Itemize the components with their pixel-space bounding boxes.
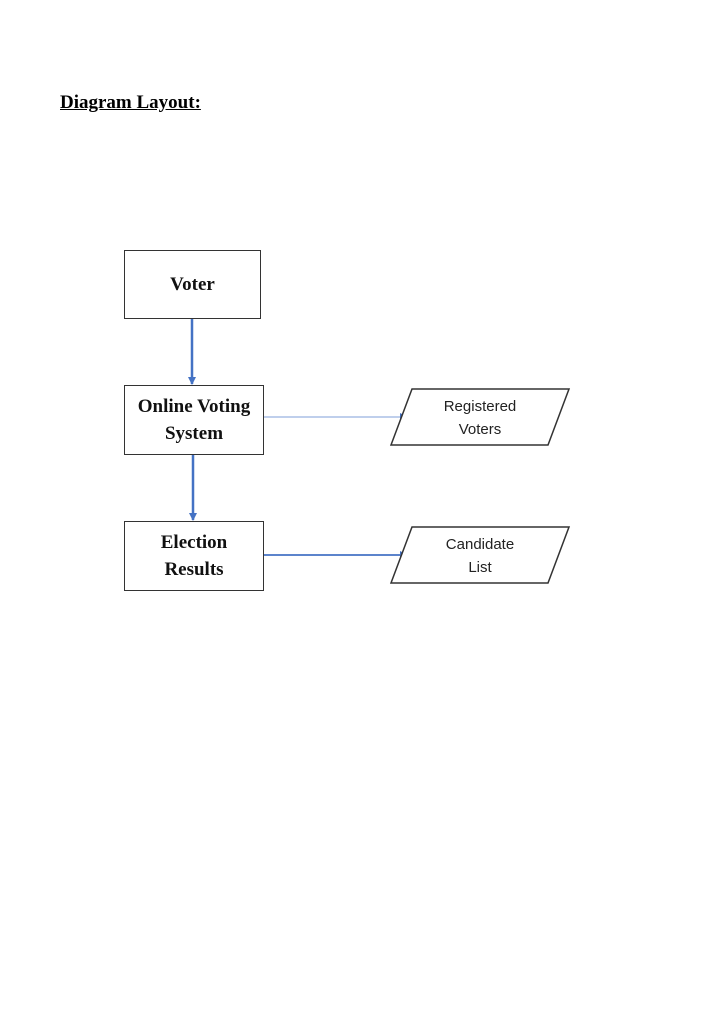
election-results-node: Election Results: [124, 521, 264, 591]
registered-voters-label: Registered Voters: [443, 398, 517, 438]
page-heading: Diagram Layout:: [60, 92, 201, 113]
candidate-list-label: Candidate List: [445, 536, 515, 576]
online-voting-system-node-label: Online Voting System: [137, 396, 251, 444]
election-results-node-label: Election Results: [160, 532, 228, 580]
voter-node-label: Voter: [170, 274, 215, 295]
online-voting-system-node: Online Voting System: [124, 385, 264, 455]
voter-node: Voter: [124, 250, 261, 319]
